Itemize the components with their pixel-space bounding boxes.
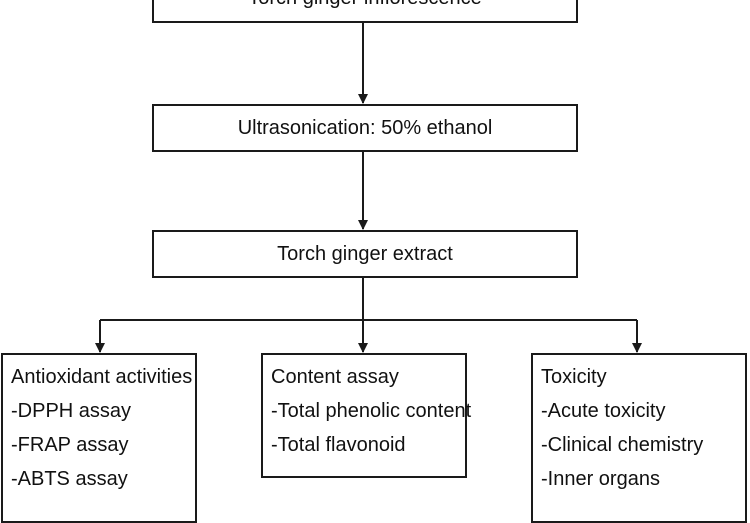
antioxidant-item: -ABTS assay <box>11 468 128 490</box>
antioxidant-item: -FRAP assay <box>11 434 129 456</box>
node-ultrasonication-label: Ultrasonication: 50% ethanol <box>237 117 493 139</box>
toxicity-item: -Inner organs <box>541 468 660 490</box>
node-inflorescence: Torch ginger inflorescence <box>152 0 578 23</box>
node-ultrasonication: Ultrasonication: 50% ethanol <box>152 104 578 152</box>
node-antioxidant-activities: Antioxidant activities -DPPH assay -FRAP… <box>1 353 197 523</box>
antioxidant-item: -DPPH assay <box>11 400 132 422</box>
antioxidant-title: Antioxidant activities <box>11 366 193 388</box>
node-inflorescence-label: Torch ginger inflorescence <box>248 0 481 8</box>
node-content-assay: Content assay -Total phenolic content -T… <box>261 353 472 478</box>
node-toxicity: Toxicity -Acute toxicity -Clinical chemi… <box>531 353 747 523</box>
toxicity-item: -Acute toxicity <box>541 400 666 422</box>
toxicity-item: -Clinical chemistry <box>541 434 704 456</box>
content-assay-item: -Total flavonoid <box>271 434 406 456</box>
node-extract: Torch ginger extract <box>152 230 578 278</box>
node-extract-label: Torch ginger extract <box>277 243 453 265</box>
toxicity-title: Toxicity <box>541 366 607 388</box>
content-assay-item: -Total phenolic content <box>271 400 472 422</box>
connector-lines <box>95 23 642 353</box>
content-assay-title: Content assay <box>271 366 399 388</box>
